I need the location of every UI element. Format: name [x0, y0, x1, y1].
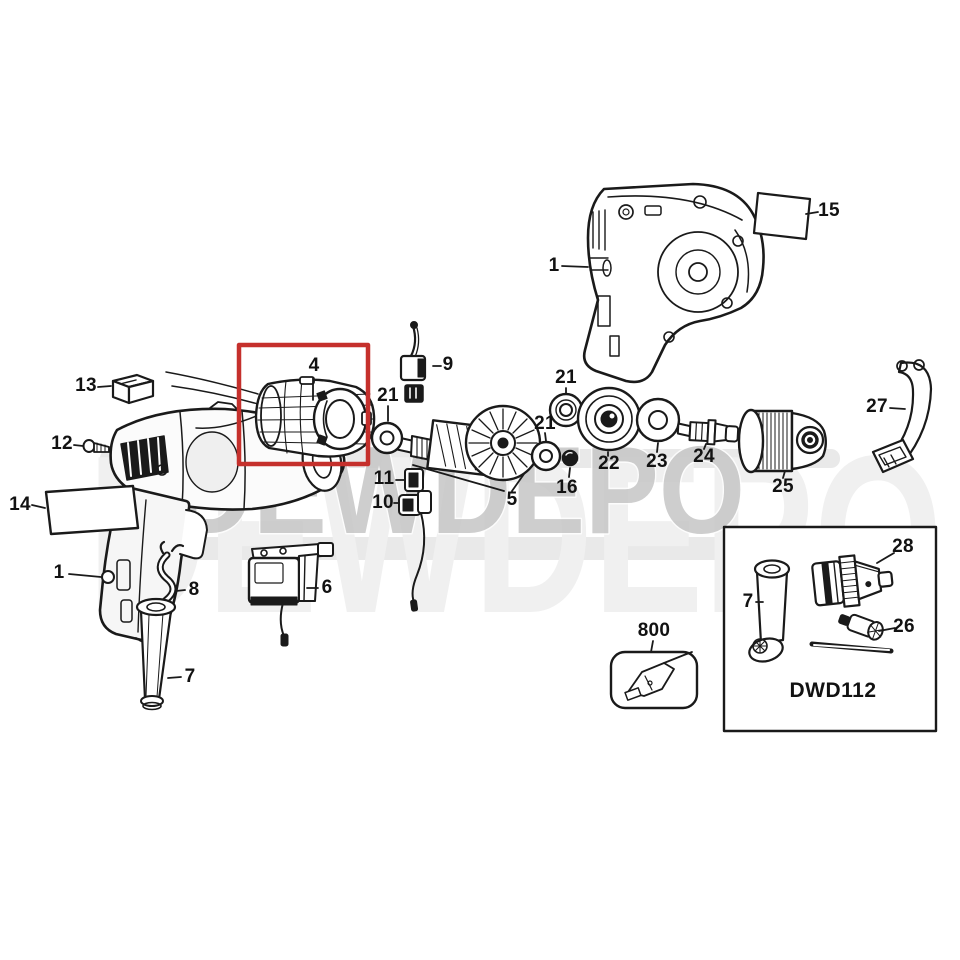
part-label-1-top: 1: [548, 255, 560, 276]
gear-22: [576, 386, 642, 452]
part-label-4: 4: [308, 355, 320, 376]
keyed-chuck-28: [811, 554, 894, 608]
clip-11: [404, 468, 424, 492]
washer-23: [635, 397, 681, 443]
brush-9: [399, 321, 427, 403]
part-label-8: 8: [188, 579, 200, 600]
brush-10: [398, 490, 432, 612]
field-stator-4: [254, 376, 376, 458]
part-label-13: 13: [75, 375, 97, 396]
part-label-16: 16: [556, 477, 578, 498]
part-label-22: 22: [598, 453, 620, 474]
part-label-21-a: 21: [377, 385, 399, 406]
switch-6: [247, 542, 334, 647]
sleeve-7-box: [748, 559, 791, 663]
part-label-12: 12: [51, 433, 73, 454]
model-label: DWD112: [789, 679, 877, 702]
housing-half-top: [582, 182, 765, 384]
model-box-dwd112: [722, 525, 938, 733]
part-label-28: 28: [892, 536, 914, 557]
part-label-26: 26: [893, 616, 915, 637]
part-label-11: 11: [373, 468, 395, 489]
button-13: [111, 373, 155, 405]
kit-box-800: [609, 650, 699, 710]
chuck-25: [737, 408, 827, 474]
part-label-21-b: 21: [555, 367, 577, 388]
part-label-1-left: 1: [53, 562, 65, 583]
bearing-21-left: [370, 421, 404, 455]
part-label-6: 6: [321, 577, 333, 598]
spindle-24: [676, 419, 740, 446]
part-label-24: 24: [693, 446, 715, 467]
nut-16: [561, 449, 579, 467]
part-label-25: 25: [772, 476, 794, 497]
part-label-15: 15: [818, 200, 840, 221]
part-label-27: 27: [866, 396, 888, 417]
bearing-21-low: [530, 440, 562, 472]
part-label-800: 800: [637, 620, 671, 641]
part-label-21-c: 21: [534, 413, 556, 434]
part-label-5: 5: [506, 489, 518, 510]
part-label-7-left: 7: [184, 666, 196, 687]
cord-sleeve-7-left: [135, 597, 177, 711]
nameplate-15: [752, 191, 812, 241]
part-label-9: 9: [442, 354, 454, 375]
leader-lines: [31, 211, 906, 679]
part-label-23: 23: [646, 451, 668, 472]
highlight-box-part-4: [236, 342, 371, 467]
part-label-10: 10: [372, 492, 394, 513]
bail-27: [871, 359, 933, 474]
part-label-7-box: 7: [742, 591, 754, 612]
chuck-key-26: [809, 613, 894, 654]
part-label-14: 14: [9, 494, 31, 515]
nameplate-14: [44, 484, 140, 536]
bearing-21-mid: [548, 392, 584, 428]
